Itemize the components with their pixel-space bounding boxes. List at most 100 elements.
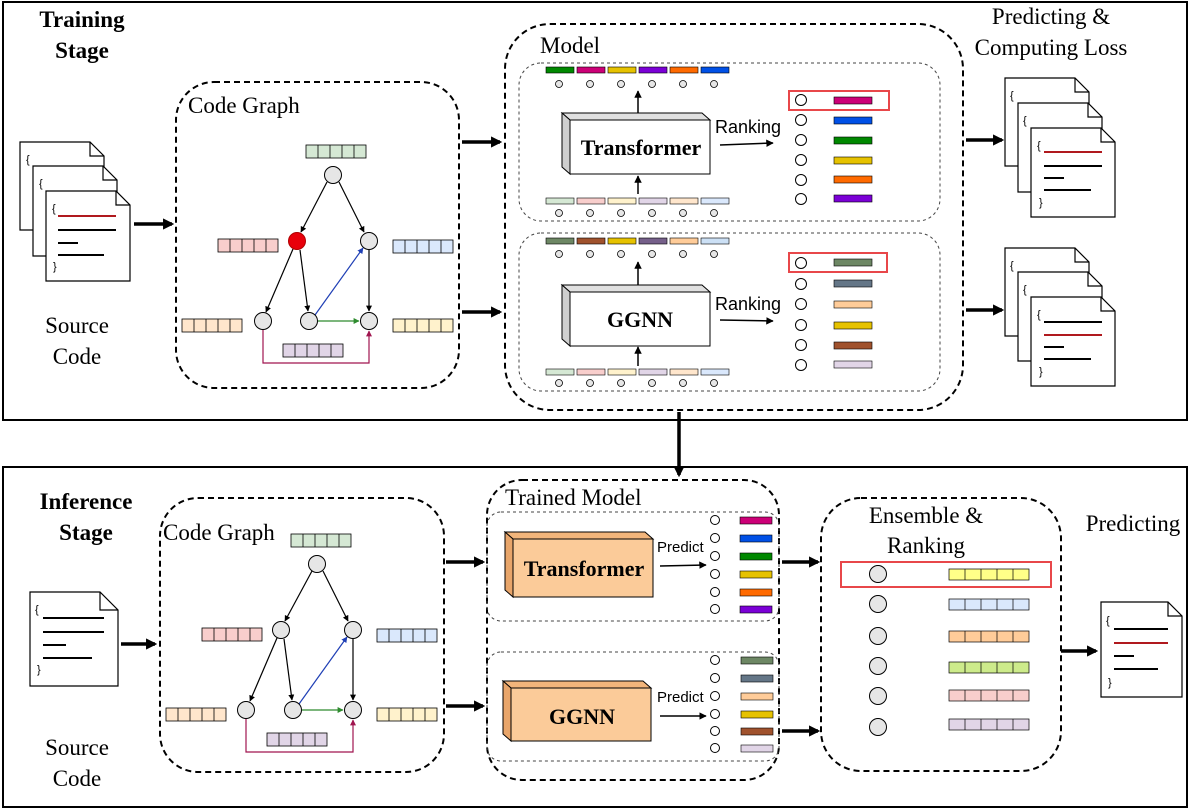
trained-transformer-subpanel [486, 511, 780, 622]
svg-text:{: { [39, 178, 43, 190]
training-model-title: Model [540, 33, 600, 58]
inference-predict-label-1: Predict [657, 539, 705, 556]
svg-text:{: { [1010, 90, 1014, 102]
training-ranking-label-1: Ranking [715, 117, 781, 137]
graph-node [284, 701, 302, 719]
svg-text:{: { [1010, 260, 1014, 272]
feature-vector [201, 627, 263, 642]
transformer-ranking-list [788, 90, 890, 205]
graph-node [344, 701, 362, 719]
training-code-graph-panel [175, 81, 460, 389]
svg-text:}: } [1039, 366, 1043, 378]
feature-vector [217, 238, 279, 253]
ensemble-ranking-list [840, 561, 1052, 736]
svg-text:}: } [53, 261, 57, 273]
inference-code-graph-title: Code Graph [163, 520, 275, 545]
training-stage: Training Stage { { { } Source Code Code … [2, 1, 1188, 421]
training-output-docs-1: { { { } [1004, 77, 1116, 218]
training-ggnn-block: GGNN [560, 283, 712, 348]
training-ranking-label-2: Ranking [715, 294, 781, 314]
ensemble-panel [820, 497, 1062, 772]
svg-text:}: } [1039, 197, 1043, 209]
graph-node-selected [288, 232, 306, 250]
training-stage-title: Training [39, 7, 125, 32]
graph-node [308, 555, 326, 573]
inference-stage: Inference Stage { } Source Code Code Gra… [2, 466, 1188, 808]
ggnn-ranking-list [788, 252, 888, 371]
training-code-graph [181, 144, 454, 364]
training-source-code-docs: { { { } [19, 141, 131, 282]
feature-vector [376, 707, 438, 722]
feature-vector [165, 707, 227, 722]
training-model-panel [504, 23, 964, 411]
training-output-docs-2: { { { } [1004, 247, 1116, 387]
inference-stage-subtitle: Stage [59, 520, 113, 545]
inference-ggnn-block: GGNN [501, 679, 653, 743]
ggnn-input-vectors [545, 368, 730, 387]
svg-text:{: { [1037, 140, 1041, 152]
top-rank-highlight [788, 90, 890, 111]
svg-text:{: { [35, 604, 39, 616]
ensemble-title: Ensemble & [869, 503, 983, 528]
ensemble-subtitle: Ranking [887, 533, 965, 558]
graph-node [360, 312, 378, 330]
feature-vector [305, 144, 367, 159]
svg-text:}: } [37, 664, 41, 676]
feature-vector [181, 318, 243, 333]
training-output-title: Predicting & [992, 4, 1110, 29]
inference-output-title: Predicting [1086, 511, 1181, 536]
inference-stage-title: Inference [40, 489, 133, 514]
inference-transformer-block: Transformer [503, 530, 655, 599]
transformer-input-vectors [545, 197, 730, 217]
training-ggnn-subpanel [518, 232, 941, 392]
graph-node [344, 621, 362, 639]
training-stage-border [2, 1, 1188, 421]
inference-code-graph [165, 533, 438, 753]
feature-vector [290, 533, 352, 548]
trained-model-panel [486, 479, 780, 781]
trained-model-title: Trained Model [505, 485, 642, 510]
training-output-subtitle: Computing Loss [975, 35, 1128, 60]
graph-node [272, 621, 290, 639]
svg-text:{: { [52, 203, 56, 215]
top-rank-highlight [788, 252, 888, 273]
training-ggnn-label: GGNN [607, 307, 673, 332]
inference-source-label: Source [45, 735, 109, 760]
inference-code-graph-panel [159, 497, 445, 773]
training-transformer-subpanel [518, 62, 941, 222]
svg-text:{: { [26, 154, 30, 166]
graph-node [324, 166, 342, 184]
inference-code-label: Code [53, 766, 102, 791]
feature-vector [376, 628, 438, 643]
inference-predict-label-2: Predict [657, 689, 705, 706]
feature-vector [266, 732, 328, 747]
svg-text:{: { [1023, 115, 1027, 127]
feature-vector [282, 343, 344, 358]
inference-stage-border [2, 466, 1188, 808]
graph-node [254, 312, 272, 330]
inference-ggnn-predictions [710, 655, 774, 753]
training-code-graph-title: Code Graph [188, 93, 300, 118]
svg-text:{: { [1023, 284, 1027, 296]
graph-node [237, 701, 255, 719]
graph-node [360, 232, 378, 250]
trained-ggnn-subpanel [486, 651, 780, 762]
ggnn-output-vectors [545, 237, 730, 258]
inference-transformer-label: Transformer [524, 556, 645, 581]
training-transformer-label: Transformer [581, 135, 702, 160]
inference-source-code-doc: { } [29, 591, 119, 687]
transformer-output-vectors [545, 66, 730, 88]
training-transformer-block: Transformer [560, 111, 712, 176]
inference-transformer-predictions [710, 515, 773, 614]
svg-text:{: { [1106, 615, 1110, 627]
svg-text:}: } [1108, 677, 1112, 689]
training-source-label: Source [45, 313, 109, 338]
feature-vector [392, 318, 454, 333]
feature-vector [392, 239, 454, 254]
inference-output-doc: { } [1100, 601, 1183, 698]
training-stage-subtitle: Stage [55, 38, 109, 63]
inference-ggnn-label: GGNN [549, 704, 615, 729]
graph-node [300, 312, 318, 330]
training-code-label: Code [53, 344, 102, 369]
